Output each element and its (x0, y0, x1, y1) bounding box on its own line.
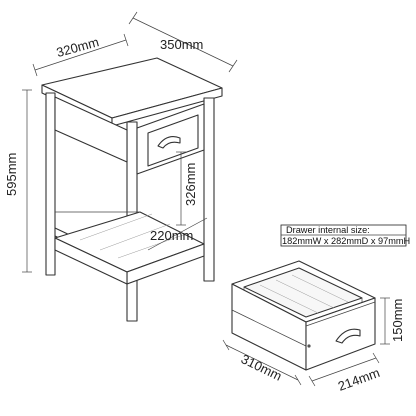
drawer-interior-grain (259, 274, 349, 314)
drawer-drawing (231, 260, 376, 371)
nightstand-leg-front-right (203, 97, 215, 282)
drawer-handle (335, 328, 361, 344)
nightstand-leg-left-back (45, 92, 56, 276)
nightstand-drawer-handle (157, 136, 181, 149)
drawer-internal-size-note: Drawer internal size: 182mmW x 282mmD x … (280, 224, 410, 247)
drawer-screw (307, 344, 311, 348)
nightstand-shelf-side-edge (54, 237, 128, 285)
drawer-front-panel (305, 297, 376, 371)
dim-label-drawer-width: 214mm (336, 365, 382, 394)
drawer-note-title: Drawer internal size: (286, 225, 370, 235)
dim-label-opening-height: 326mm (183, 163, 198, 206)
drawer-dimension-lines (222, 297, 390, 387)
dim-label-height: 595mm (4, 153, 19, 196)
nightstand-dimension-lines (22, 11, 238, 273)
dim-label-depth-top: 350mm (160, 37, 203, 52)
nightstand-drawer-front (147, 114, 199, 167)
dim-label-drawer-height: 150mm (390, 299, 405, 342)
drawer-note-value: 182mmW x 282mmD x 97mmH (282, 236, 410, 246)
nightstand-side-apron (54, 96, 128, 163)
dim-label-shelf-width: 220mm (150, 228, 193, 243)
drawer-note-box (280, 224, 407, 247)
nightstand-drawing (41, 57, 223, 322)
nightstand-shelf-grain (79, 213, 187, 259)
